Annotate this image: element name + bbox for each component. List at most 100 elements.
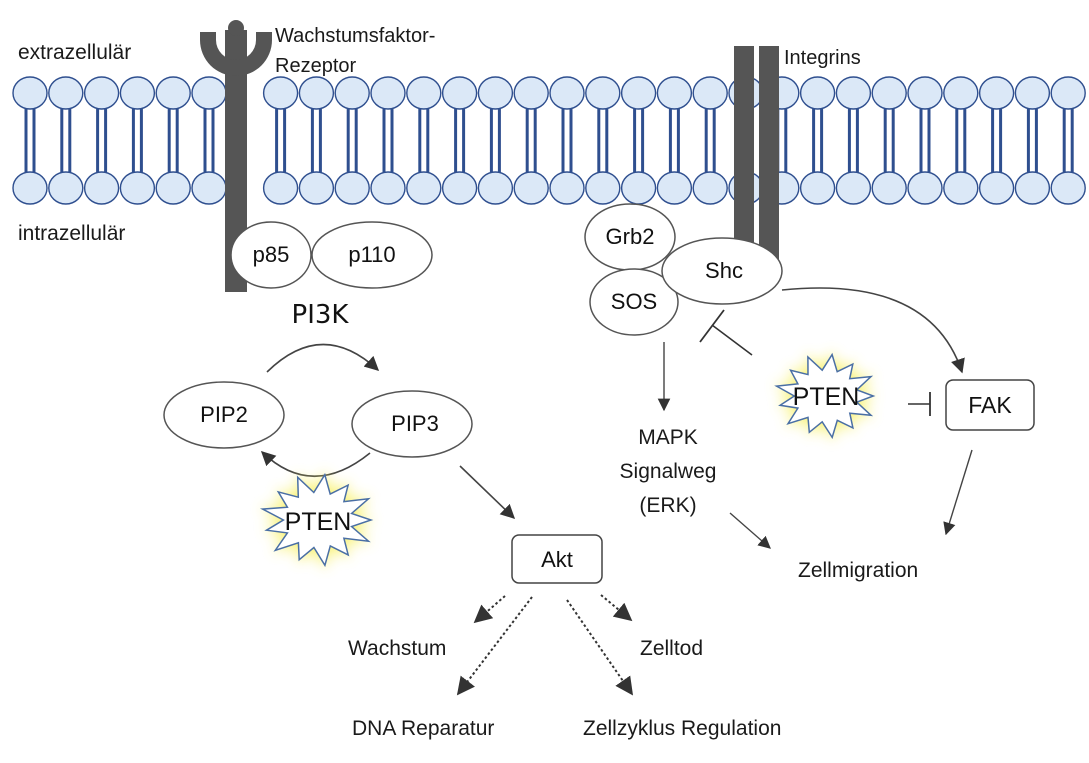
lipid-head — [334, 171, 370, 205]
p110-node — [311, 221, 433, 289]
lipid-head — [83, 76, 120, 110]
mapk-label-line3: (ERK) — [639, 494, 696, 517]
pten-left-label: PTEN — [285, 508, 352, 536]
lipid-head — [1050, 76, 1086, 110]
lipid-head — [978, 171, 1015, 205]
pip3-to-akt-arrow — [459, 465, 516, 519]
grb2-label: Grb2 — [606, 224, 655, 249]
pi3k-complex: p85 p110 PI3K — [230, 221, 433, 330]
shc-label: Shc — [705, 258, 743, 283]
growth-factor-receptor — [200, 20, 272, 292]
pten-right: PTEN — [774, 351, 876, 441]
lipid-head — [620, 76, 657, 110]
lipid-head — [155, 171, 191, 205]
pip3-to-pip2-arrow — [260, 451, 371, 478]
pten-inhibits-shc-bar — [699, 309, 725, 343]
wachstum-label: Wachstum — [348, 637, 446, 660]
lipid-head — [191, 171, 227, 205]
zellzyklus-label: Zellzyklus Regulation — [583, 717, 781, 740]
growth-factor-receptor-label-line2: Rezeptor — [275, 55, 356, 77]
lipid-head — [441, 76, 478, 110]
lipid-head — [656, 171, 693, 205]
lipid-head — [406, 76, 442, 110]
shc-node — [661, 237, 783, 305]
lipid-head — [262, 76, 299, 110]
cell-membrane — [12, 76, 1086, 205]
zellmigration-label: Zellmigration — [798, 559, 918, 582]
lipid-head — [370, 171, 406, 205]
extracellular-label: extrazellulär — [18, 41, 131, 64]
fak-to-zellmigration-arrow — [943, 449, 973, 536]
fak-node — [945, 379, 1035, 431]
lipid-head — [871, 171, 907, 205]
shc-to-fak-arrow — [781, 287, 965, 374]
lipid-head — [1014, 171, 1051, 205]
sos-node — [589, 268, 679, 336]
lipid-head — [83, 171, 120, 205]
lipid-head — [907, 76, 943, 110]
lipid-head — [835, 76, 872, 110]
intracellular-label: intrazellulär — [18, 222, 125, 245]
lipid-head — [692, 171, 728, 205]
lipid-head — [549, 171, 585, 205]
lipid-head — [692, 76, 728, 110]
lipid-head — [978, 76, 1015, 110]
lipid-head — [620, 171, 657, 205]
integrins-label: Integrins — [784, 47, 861, 69]
lipid-head — [119, 171, 156, 205]
growth-factor-receptor-label-line1: Wachstumsfaktor- — [275, 25, 435, 47]
pip3-label: PIP3 — [391, 411, 439, 436]
lipid-head — [477, 76, 514, 110]
lipid-head — [191, 76, 227, 110]
lipid-head — [334, 76, 370, 110]
lipid-head — [907, 171, 943, 205]
starburst-icon — [259, 472, 374, 568]
fak-label: FAK — [968, 392, 1012, 418]
akt-node — [511, 534, 603, 584]
pip2-label: PIP2 — [200, 402, 248, 427]
lipid-head — [48, 76, 84, 110]
akt-to-wachstum-arrow — [473, 595, 506, 624]
mapk-to-zellmigration-arrow — [729, 512, 771, 549]
mapk-label-line2: Signalweg — [620, 460, 717, 483]
integrin-receptor — [734, 46, 779, 264]
lipid-head — [871, 76, 907, 110]
akt-to-dna-reparatur-arrow — [456, 596, 533, 696]
lipid-head — [1050, 171, 1086, 205]
lipid-head — [12, 76, 48, 110]
lipid-head — [298, 76, 335, 110]
akt-label: Akt — [541, 547, 573, 572]
pip3-node — [351, 390, 473, 458]
akt-to-zelltod-arrow — [600, 594, 633, 622]
lipid-head — [48, 171, 84, 205]
lipid-head — [943, 76, 979, 110]
lipid-head — [799, 171, 836, 205]
zelltod-label: Zelltod — [640, 637, 703, 660]
akt-to-zellzyklus-arrow — [566, 599, 634, 696]
pip2-to-pip3-arrow — [266, 343, 380, 373]
lipid-head — [155, 76, 191, 110]
lipid-head — [799, 76, 836, 110]
sos-label: SOS — [611, 289, 657, 314]
lipid-head — [406, 171, 442, 205]
lipid-head — [585, 171, 621, 205]
lipid-head — [549, 76, 585, 110]
lipid-head — [513, 171, 549, 205]
lipid-head — [298, 171, 335, 205]
lipid-head — [1014, 76, 1051, 110]
lipid-head — [12, 171, 48, 205]
p85-label: p85 — [253, 242, 290, 267]
lipid-head — [441, 171, 478, 205]
lipid-head — [656, 76, 693, 110]
p85-node — [230, 221, 312, 289]
lipid-head — [943, 171, 979, 205]
pten-inhibits-shc-line — [711, 324, 753, 356]
pip2-node — [163, 381, 285, 449]
lipid-head — [585, 76, 621, 110]
pten-right-label: PTEN — [793, 383, 860, 411]
lipid-head — [477, 171, 514, 205]
lipid-head — [370, 76, 406, 110]
lipid-head — [119, 76, 156, 110]
pi3k-label: PI3K — [292, 300, 350, 330]
